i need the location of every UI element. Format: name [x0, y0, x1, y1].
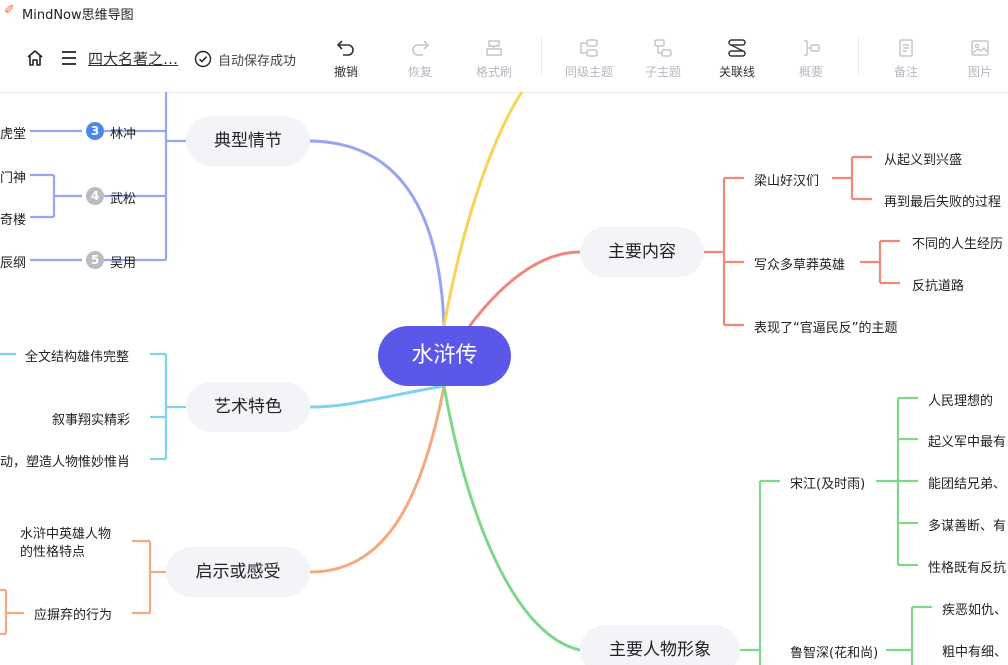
content-group-2[interactable]: 表现了“官逼民反”的主题: [754, 321, 898, 336]
format-brush-icon: [486, 40, 502, 56]
insight-item-0[interactable]: 水浒中英雄人物: [20, 527, 112, 542]
topic-main-characters[interactable]: 主要人物形象: [580, 625, 740, 665]
topic-art-features[interactable]: 艺术特色: [186, 382, 310, 432]
leaf-typical-1[interactable]: 门神: [0, 171, 27, 186]
note-icon: [899, 39, 913, 57]
format-brush-button[interactable]: 格式刷: [464, 38, 524, 82]
insight-item-2[interactable]: 应摒弃的行为: [34, 608, 113, 623]
app-title: MindNow思维导图: [22, 8, 134, 23]
content-item-0-0[interactable]: 从起义到兴盛: [884, 153, 963, 168]
toolbar: [0, 24, 1008, 93]
subtopic-wu-song[interactable]: 武松: [110, 192, 137, 207]
document-title[interactable]: 四大名著之…: [88, 50, 179, 68]
song-jiang-trait-2[interactable]: 能团结兄弟、: [928, 477, 1007, 492]
lu-zhishen-trait-1[interactable]: 粗中有细、: [942, 645, 1008, 660]
image-icon: [971, 40, 989, 56]
summary-icon: [804, 40, 820, 56]
song-jiang-trait-1[interactable]: 起义军中最有: [928, 435, 1007, 450]
menu-icon[interactable]: [60, 50, 78, 66]
character-lu-zhishen[interactable]: 鲁智深(花和尚): [790, 646, 879, 661]
lu-zhishen-trait-0[interactable]: 疾恶如仇、: [942, 603, 1008, 618]
undo-icon: [336, 40, 354, 56]
art-item-0[interactable]: 全文结构雄伟完整: [25, 350, 130, 365]
leaf-typical-3[interactable]: 辰纲: [0, 256, 27, 271]
song-jiang-trait-3[interactable]: 多谋善断、有: [928, 519, 1007, 534]
topic-typical-plots[interactable]: 典型情节: [186, 116, 310, 166]
content-group-0[interactable]: 梁山好汉们: [754, 174, 820, 189]
image-button[interactable]: 图片: [950, 38, 1008, 82]
toolbar-divider: [858, 38, 859, 74]
relation-line-icon: [728, 39, 746, 57]
root-topic[interactable]: 水浒传: [378, 326, 511, 386]
number-badge-5: 5: [86, 251, 104, 269]
insight-item-1[interactable]: 的性格特点: [20, 545, 86, 560]
title-bar: ✐ MindNow思维导图: [0, 0, 1008, 24]
relation-line-button[interactable]: 关联线: [707, 38, 767, 82]
redo-icon: [412, 40, 430, 56]
art-item-2[interactable]: 动，塑造人物惟妙惟肖: [0, 455, 131, 470]
content-item-1-0[interactable]: 不同的人生经历: [912, 237, 1004, 252]
song-jiang-trait-0[interactable]: 人民理想的: [928, 394, 994, 409]
child-topic-icon: [654, 39, 672, 57]
sibling-topic-button[interactable]: 同级主题: [559, 38, 619, 82]
content-item-1-1[interactable]: 反抗道路: [912, 279, 965, 294]
summary-button[interactable]: 概要: [781, 38, 841, 82]
leaf-typical-2[interactable]: 奇楼: [0, 213, 27, 228]
sibling-topic-icon: [580, 39, 598, 57]
home-icon[interactable]: [25, 48, 45, 68]
child-topic-button[interactable]: 子主题: [633, 38, 693, 82]
autosave-text: 自动保存成功: [218, 54, 297, 69]
song-jiang-trait-4[interactable]: 性格既有反抗: [928, 561, 1007, 576]
number-badge-3: 3: [86, 122, 104, 140]
leaf-typical-0[interactable]: 虎堂: [0, 127, 27, 142]
toolbar-divider: [541, 38, 542, 74]
topic-main-content[interactable]: 主要内容: [580, 227, 704, 277]
mindmap-canvas[interactable]: 水浒传 典型情节 虎堂 3 林冲 门神 奇楼 4 武松 辰纲 5 吴用 艺术特色…: [0, 92, 1008, 665]
undo-button[interactable]: 撤销: [316, 38, 376, 82]
app-logo-icon: ✐: [4, 3, 15, 18]
check-circle-icon: [194, 50, 212, 68]
topic-insight[interactable]: 启示或感受: [166, 547, 310, 597]
connector-lines: [0, 92, 932, 665]
art-item-1[interactable]: 叙事翔实精彩: [52, 413, 131, 428]
content-group-1[interactable]: 写众多草莽英雄: [754, 258, 846, 273]
note-button[interactable]: 备注: [876, 38, 936, 82]
redo-button[interactable]: 恢复: [390, 38, 450, 82]
content-item-0-1[interactable]: 再到最后失败的过程: [884, 195, 1002, 210]
subtopic-wu-yong[interactable]: 吴用: [110, 256, 137, 271]
character-song-jiang[interactable]: 宋江(及时雨): [790, 477, 866, 492]
number-badge-4: 4: [86, 187, 104, 205]
subtopic-lin-chong[interactable]: 林冲: [110, 127, 137, 142]
